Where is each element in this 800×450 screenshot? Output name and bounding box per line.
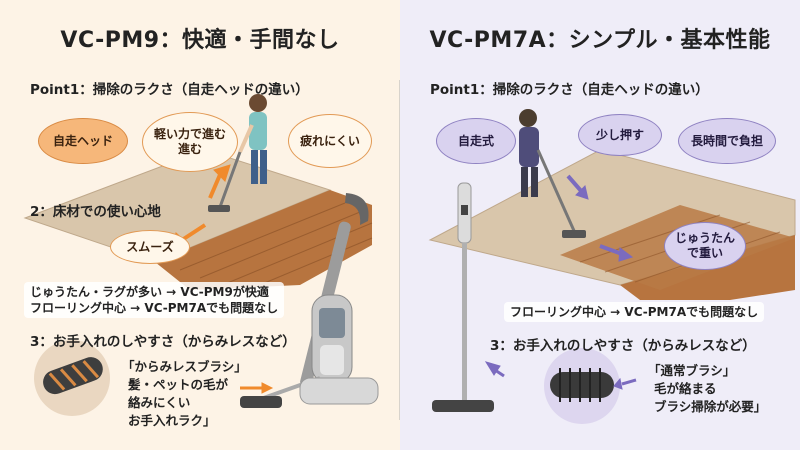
bubble-light-force: 軽い力で進む 進む [142,112,238,172]
right-vacuum-stick-held [536,149,577,234]
right-vacuum-head-held [562,230,586,238]
arrow-left-icon [484,361,637,390]
bubble-slight-push: 少し押す [578,114,662,156]
left-callout-line1: 「からみレスブラシ」 [122,359,247,374]
panel-divider [399,80,400,420]
left-callout-line3: 絡みにくい [128,395,191,411]
left-title: VC-PM9：快適・手間なし [60,28,340,53]
arrow-right-icon [240,382,274,394]
bubble-light-force-line2: 進む [177,142,202,156]
standard-brush-icon [544,348,620,424]
right-callout-line1: 「通常ブラシ」 [648,363,736,378]
right-title: VC-PM7A：シンプル・基本性能 [429,28,771,53]
bubble-long-time-burden: 長時間で負担 [678,118,776,164]
cordless-stick-vacuum-icon [240,193,379,408]
stick-vacuum-icon [432,182,494,412]
left-section3-heading: 3：お手入れのしやすさ（からみレスなど） [30,334,296,350]
right-section3-heading: 3：お手入れのしやすさ（からみレスなど） [490,338,756,354]
left-vacuum-stick [218,151,242,208]
bubble-heavy-on-carpet: じゅうたんで重い [664,222,746,270]
right-brush-callout: 「通常ブラシ」 毛が絡まる ブラシ掃除が必要」 [648,362,766,416]
left-point1-heading: Point1：掃除のラクさ（自走ヘッドの違い） [30,82,309,98]
bubble-smooth: スムーズ [110,230,190,264]
person-vacuuming-icon [238,94,267,184]
right-callout-line2: 毛が絡まる [654,381,717,397]
left-vacuum-head [208,205,230,212]
left-section2-heading: 2：床材での使い心地 [30,204,161,220]
note-flooring: フローリング中心 → VC-PM7Aでも問題なし [30,301,279,316]
bubble-less-tiring: 疲れにくい [288,114,372,168]
left-scene-illustration [23,94,379,416]
note-rug: じゅうたん・ラグが多い → VC-PM9が快適 [30,285,269,299]
left-callout-line2: 髪・ペットの毛が [128,377,229,393]
tangle-free-brush-icon [34,340,110,416]
purple-arrows-icon [566,174,634,262]
left-brush-callout: 「からみレスブラシ」 髪・ペットの毛が 絡みにくい お手入れラク」 [122,358,247,431]
left-panel-vc-pm9: VC-PM9：快適・手間なし Point1：掃除のラクさ（自走ヘッドの違い） 自… [0,0,400,450]
bubble-self-propelled: 自走式 [436,118,516,164]
right-note-flooring: フローリング中心 → VC-PM7Aでも問題なし [504,302,765,323]
right-callout-line3: ブラシ掃除が必要」 [654,399,767,415]
bubble-light-force-line1: 軽い力で進む [153,127,226,141]
person-vacuuming-icon-right [519,109,539,197]
bubble-self-propelled-head: 自走ヘッド [38,118,128,164]
wood-floor [155,190,372,290]
right-point1-heading: Point1：掃除のラクさ（自走ヘッドの違い） [430,82,709,98]
left-note-block: じゅうたん・ラグが多い → VC-PM9が快適 フローリング中心 → VC-PM… [24,282,285,319]
right-panel-vc-pm7a: VC-PM7A：シンプル・基本性能 Point1：掃除のラクさ（自走ヘッドの違い… [400,0,800,450]
left-callout-line4: お手入れラク」 [128,413,216,429]
